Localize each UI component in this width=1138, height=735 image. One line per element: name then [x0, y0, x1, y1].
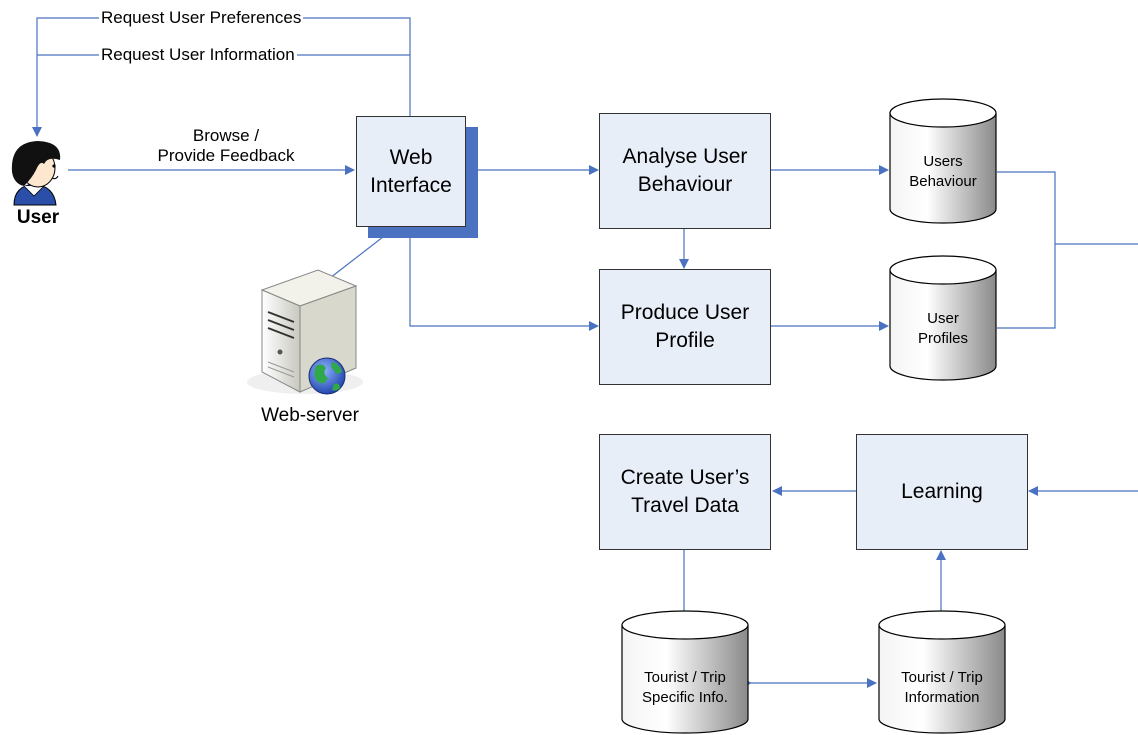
db-tourist-specific-line1: Tourist / Trip [644, 669, 726, 686]
box-create-travel-data: Create User’s Travel Data [599, 434, 771, 550]
db-tourist-information-line1: Tourist / Trip [901, 669, 983, 686]
cylinder-user-profiles [889, 255, 997, 381]
box-produce-line2: Profile [655, 329, 715, 352]
label-browse-line2: Provide Feedback [157, 146, 295, 165]
db-tourist-information-line2: Information [904, 689, 980, 706]
user-person-icon [11, 141, 61, 206]
db-user-profiles: User Profiles [890, 305, 996, 353]
box-produce-user-profile: Produce User Profile [599, 269, 771, 385]
box-web-interface: Web Interface [356, 116, 466, 227]
cylinder-tourist-specific [621, 610, 749, 734]
db-users-behaviour-line2: Behaviour [909, 173, 977, 190]
web-server-globe-icon [247, 269, 363, 395]
label-browse-line1: Browse / [192, 126, 260, 145]
cylinder-tourist-information [878, 610, 1006, 734]
db-tourist-information: Tourist / Trip Information [879, 664, 1005, 712]
cylinder-users-behaviour [889, 98, 997, 224]
box-produce-line1: Produce User [620, 301, 750, 324]
box-web-interface-line2: Interface [370, 173, 452, 197]
connector-request-preferences [32, 17, 411, 137]
label-request-preferences: Request User Preferences [99, 8, 304, 28]
box-learning-line1: Learning [901, 480, 983, 503]
connector-web-to-produce [409, 227, 599, 331]
box-learning: Learning [856, 434, 1028, 550]
db-tourist-specific: Tourist / Trip Specific Info. [622, 664, 748, 712]
box-analyse-line1: Analyse User [622, 145, 748, 168]
label-user: User [16, 207, 60, 228]
box-web-interface-line1: Web [389, 145, 433, 169]
label-web-server: Web-server [261, 405, 359, 426]
db-tourist-specific-line2: Specific Info. [642, 689, 728, 706]
box-analyse-line2: Behaviour [637, 173, 733, 196]
label-request-information: Request User Information [99, 45, 297, 65]
label-browse: Browse / Provide Feedback [126, 126, 326, 166]
box-create-line2: Travel Data [631, 494, 739, 517]
box-analyse-user-behaviour: Analyse User Behaviour [599, 113, 771, 229]
connector-behaviour-merge [997, 171, 1056, 329]
db-user-profiles-line1: User [927, 310, 959, 327]
db-users-behaviour-line1: Users [923, 153, 963, 170]
db-user-profiles-line2: Profiles [917, 330, 969, 347]
db-users-behaviour: Users Behaviour [890, 148, 996, 196]
box-create-line1: Create User’s [620, 466, 750, 489]
